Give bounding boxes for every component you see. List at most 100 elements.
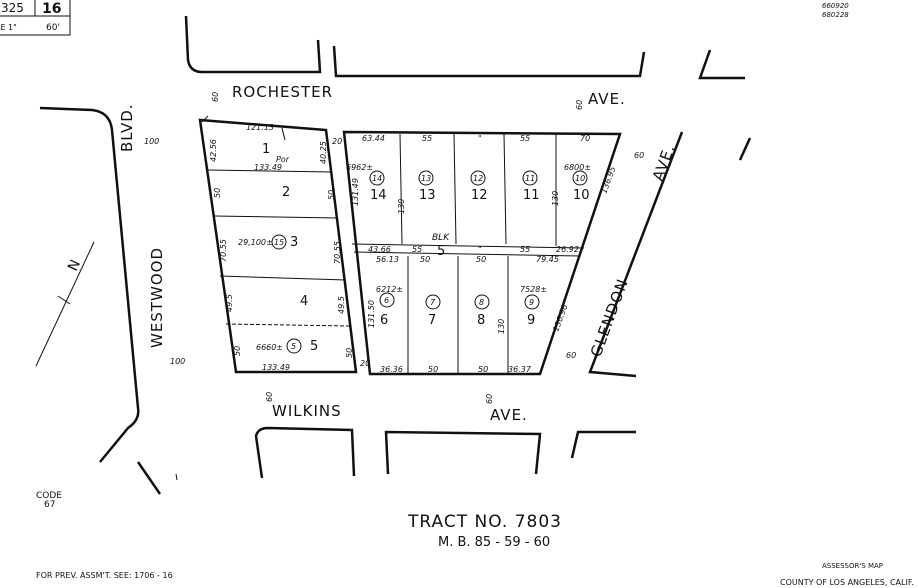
lot-number: 4 [300,294,308,309]
street-curb-lines [39,15,752,495]
lot-dimension: 36.36 [380,365,403,374]
lot-dimension: 131.50 [367,300,376,328]
west-block [198,115,358,374]
lot-number: 8 [477,313,485,328]
lot-dimension: 121.13 [246,123,274,132]
lot-dimension: 55 [520,134,530,143]
map-index-box: 325 16 LE 1" 60' [0,0,71,36]
lot-dimension: 130 [397,199,406,214]
assessor-map-label: ASSESSOR'S MAP [822,562,883,570]
parcel-number: 13 [421,174,431,183]
parcel-number: 11 [525,174,535,183]
code-label: CODE [36,491,62,501]
north-arrow-icon: N [35,241,95,367]
scale-value: 60' [46,23,60,33]
street-width: 60 [485,394,494,404]
street-suffix-rochester: AVE. [588,90,626,108]
lot-dimension: 20 [360,359,370,368]
lot-number: 5 [310,339,318,354]
revision-stamp: 680228 [822,11,849,19]
parcel-number: 12 [473,174,483,183]
lot-dimension: 136.95 [599,165,617,194]
lot-dimension: 50 [420,255,430,264]
lot-number: 11 [523,188,540,203]
parcel-number: 10 [575,174,585,183]
parcel-area: 6660± [256,343,283,352]
lot-dimension: 63.44 [362,134,385,143]
street-name-rochester: ROCHESTER [232,83,333,101]
lot-number: 14 [370,188,387,203]
lot-number: 7 [428,313,436,328]
county-label: COUNTY OF LOS ANGELES, CALIF. [780,578,914,587]
lot-portion: Por [276,155,290,164]
street-width: 100 [170,357,185,366]
lot-dimension: 131.49 [351,178,360,206]
street-width: 60 [566,351,576,360]
parcel-area: 6962± [346,163,373,172]
lot-dimension: 136.96 [551,303,569,332]
lot-dimension: 55 [422,134,432,143]
lot-dimension: 50 [233,346,242,356]
street-width: 60 [265,392,274,402]
street-width: 60 [575,100,584,110]
lot-dimension: 55 [520,245,530,254]
north-lots: 14 13 12 11 10 14 13 12 11 10 [369,170,590,203]
book-number: 325 [1,1,24,15]
parcel-area: 29,100± [238,238,273,247]
previous-assessment-note: FOR PREV. ASSM'T. SEE: 1706 - 16 [36,571,173,580]
lot-dimension: 70.55 [219,239,228,262]
lot-dimension: 130 [551,191,560,206]
south-lots: 6 7 8 9 6 7 8 9 [379,292,540,328]
lot-dimension: 133.49 [254,163,282,172]
lot-number: 2 [282,185,290,200]
street-name-glendon: GLENDON [587,276,632,359]
lot-dimension: 50 [478,365,488,374]
lot-dimension: 43.66 [368,245,391,254]
parcel-number: 9 [529,298,534,307]
lot-dimension: 130 [497,319,506,334]
parcel-number: 7 [430,298,436,307]
lot-dimension: 56.13 [376,255,399,264]
street-name-wilkins: WILKINS [272,402,342,420]
lot-number: 6 [380,313,388,328]
lot-dimension: 79.45 [536,255,559,264]
lot-number: 13 [419,188,436,203]
lot-number: 12 [471,188,488,203]
lot-dimension: 42.56 [209,139,218,162]
lot-dimension: 49.5 [225,294,234,312]
street-suffix-wilkins: AVE. [490,406,528,424]
parcel-number: 6 [384,296,389,305]
lot-dimension: 70.55 [333,241,342,264]
lot-dimension: 36.37 [508,365,532,374]
block-label: BLK [432,233,450,243]
lot-number: 9 [527,313,535,328]
revision-stamp: 660920 [822,2,849,10]
lot-dimension: " [478,134,482,143]
street-suffix-glendon: AVE. [649,142,679,184]
lot-dimension: 50 [476,255,486,264]
block-number: 5 [437,244,445,259]
lot-number: 1 [262,142,270,157]
lot-dimension: 50 [345,348,354,358]
street-suffix-westwood: BLVD. [118,103,136,152]
parcel-area: 6212± [376,285,403,294]
lot-dimension: 49.5 [337,296,346,314]
lot-dimension: 70 [580,134,590,143]
street-width: 100 [144,137,159,146]
parcel-number: 8 [479,298,484,307]
lot-dimension: 40.25 [319,141,328,164]
lot-dimension: 50 [327,190,336,200]
parcel-area: 6800± [564,163,591,172]
lot-number: 10 [573,188,590,203]
code-value: 67 [44,500,55,510]
parcel-number: 15 [274,238,284,247]
scale-label: LE 1" [0,23,17,32]
lot-dimension: 133.49 [262,363,290,372]
lot-dimension: 50 [428,365,438,374]
north-label: N [65,257,84,273]
parcel-number: 5 [291,342,296,351]
parcel-number: 14 [372,174,382,183]
lot-dimension: 50 [213,188,222,198]
lot-dimension: 55 [412,245,422,254]
